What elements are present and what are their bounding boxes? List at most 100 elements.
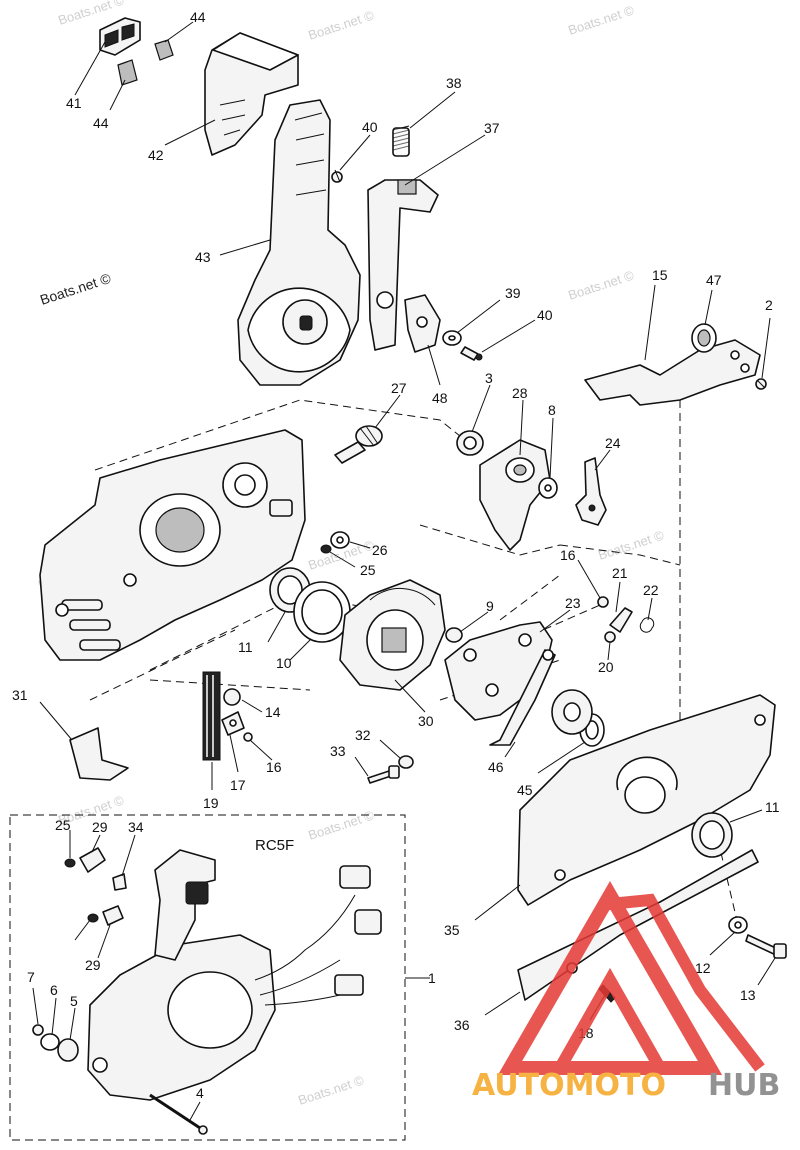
callout-7: 7 <box>27 969 35 985</box>
callout-29b: 29 <box>85 957 101 973</box>
watermark: Boats.net © <box>566 2 636 37</box>
strip-19 <box>202 671 221 761</box>
shaft-27 <box>334 425 383 464</box>
callout-19: 19 <box>203 795 219 811</box>
callout-14: 14 <box>265 704 281 720</box>
callout-35: 35 <box>444 922 460 938</box>
watermark: Boats.net © <box>306 807 376 842</box>
callout-15: 15 <box>652 267 668 283</box>
callout-47: 47 <box>706 272 722 288</box>
bushing-47 <box>691 323 717 353</box>
callout-33: 33 <box>330 743 346 759</box>
bracket-31 <box>69 727 129 781</box>
clip-25 <box>320 544 332 554</box>
callout-38: 38 <box>446 75 462 91</box>
screw-40-top <box>331 169 343 183</box>
callout-21: 21 <box>612 565 628 581</box>
pin-4 <box>149 1093 208 1135</box>
leader-lines <box>32 21 776 1121</box>
callout-5: 5 <box>70 993 78 1009</box>
inset-frame <box>9 814 406 1141</box>
callout-48: 48 <box>432 390 448 406</box>
spring-22 <box>639 617 655 633</box>
washer-8 <box>538 477 558 499</box>
logo-text-hub: HUB <box>708 1068 780 1103</box>
cap-14 <box>223 688 241 706</box>
callout-25b: 25 <box>55 817 71 833</box>
inset-small-parts <box>32 847 127 1062</box>
washer-26 <box>330 531 350 549</box>
gasket-10 <box>293 581 351 643</box>
screw-2 <box>755 378 767 390</box>
callout-12: 12 <box>695 960 711 976</box>
callout-39: 39 <box>505 285 521 301</box>
callout-41: 41 <box>66 95 82 111</box>
housing <box>39 429 306 661</box>
watermark: Boats.net © <box>596 527 666 562</box>
washer-39 <box>442 330 462 346</box>
cam-28 <box>479 439 551 551</box>
callout-42: 42 <box>148 147 164 163</box>
callout-43: 43 <box>195 249 211 265</box>
callout-11b: 11 <box>765 799 780 815</box>
callout-22: 22 <box>643 582 659 598</box>
throttle-lever-15 <box>584 339 761 406</box>
callout-16b: 16 <box>560 547 576 563</box>
automotohub-logo: AUTOMOTO HUB <box>472 881 780 1103</box>
bracket-37 <box>367 179 439 351</box>
screw-40-right <box>460 346 483 361</box>
screw-16-right <box>597 596 609 608</box>
washer-12 <box>728 916 748 934</box>
lever-43 <box>237 99 361 386</box>
callout-8: 8 <box>548 402 556 418</box>
callout-17: 17 <box>230 777 246 793</box>
pin-20 <box>604 631 616 643</box>
callout-28: 28 <box>512 385 528 401</box>
callout-24: 24 <box>605 435 621 451</box>
callout-30: 30 <box>418 713 434 729</box>
callout-20: 20 <box>598 659 614 675</box>
callout-23: 23 <box>565 595 581 611</box>
callout-27: 27 <box>391 380 407 396</box>
seal-11-right <box>691 812 733 858</box>
handle-cover-42 <box>204 32 299 156</box>
callout-13: 13 <box>740 987 756 1003</box>
gear-plate-30 <box>339 579 446 691</box>
callout-40b: 40 <box>537 307 553 323</box>
plate-46-round <box>551 689 593 735</box>
inset-label: RC5F <box>255 837 294 854</box>
callout-9: 9 <box>486 598 494 614</box>
spring-38 <box>392 125 410 157</box>
watermark: Boats.net © <box>296 1072 366 1107</box>
callout-3: 3 <box>485 370 493 386</box>
callout-29a: 29 <box>92 819 108 835</box>
callout-1: 1 <box>428 970 436 986</box>
callout-10: 10 <box>276 655 292 671</box>
logo-text-automoto: AUTOMOTO <box>472 1068 666 1103</box>
clip-41 <box>99 17 141 56</box>
callout-37: 37 <box>484 120 500 136</box>
callout-32: 32 <box>355 727 371 743</box>
plate-23 <box>444 621 553 721</box>
callout-44b: 44 <box>93 115 109 131</box>
screw-16-left <box>243 732 253 742</box>
callout-40a: 40 <box>362 119 378 135</box>
bushing-9 <box>445 627 463 643</box>
callout-31: 31 <box>12 687 28 703</box>
callout-46: 46 <box>488 759 504 775</box>
callout-44a: 44 <box>190 9 206 25</box>
remote-control-1 <box>87 849 382 1101</box>
link-46 <box>489 649 556 746</box>
cover-35 <box>517 694 776 906</box>
bolt-13 <box>745 934 787 959</box>
watermark: Boats.net © <box>566 267 636 302</box>
spring-21 <box>609 607 633 633</box>
bolt-33 <box>367 765 400 784</box>
callout-45: 45 <box>517 782 533 798</box>
callout-16a: 16 <box>266 759 282 775</box>
callout-6: 6 <box>50 982 58 998</box>
nut-32 <box>398 755 414 769</box>
callout-25a: 25 <box>360 562 376 578</box>
callout-numbers: 1 2 3 4 5 6 7 8 9 10 11 11 12 13 14 15 1… <box>12 9 780 1101</box>
